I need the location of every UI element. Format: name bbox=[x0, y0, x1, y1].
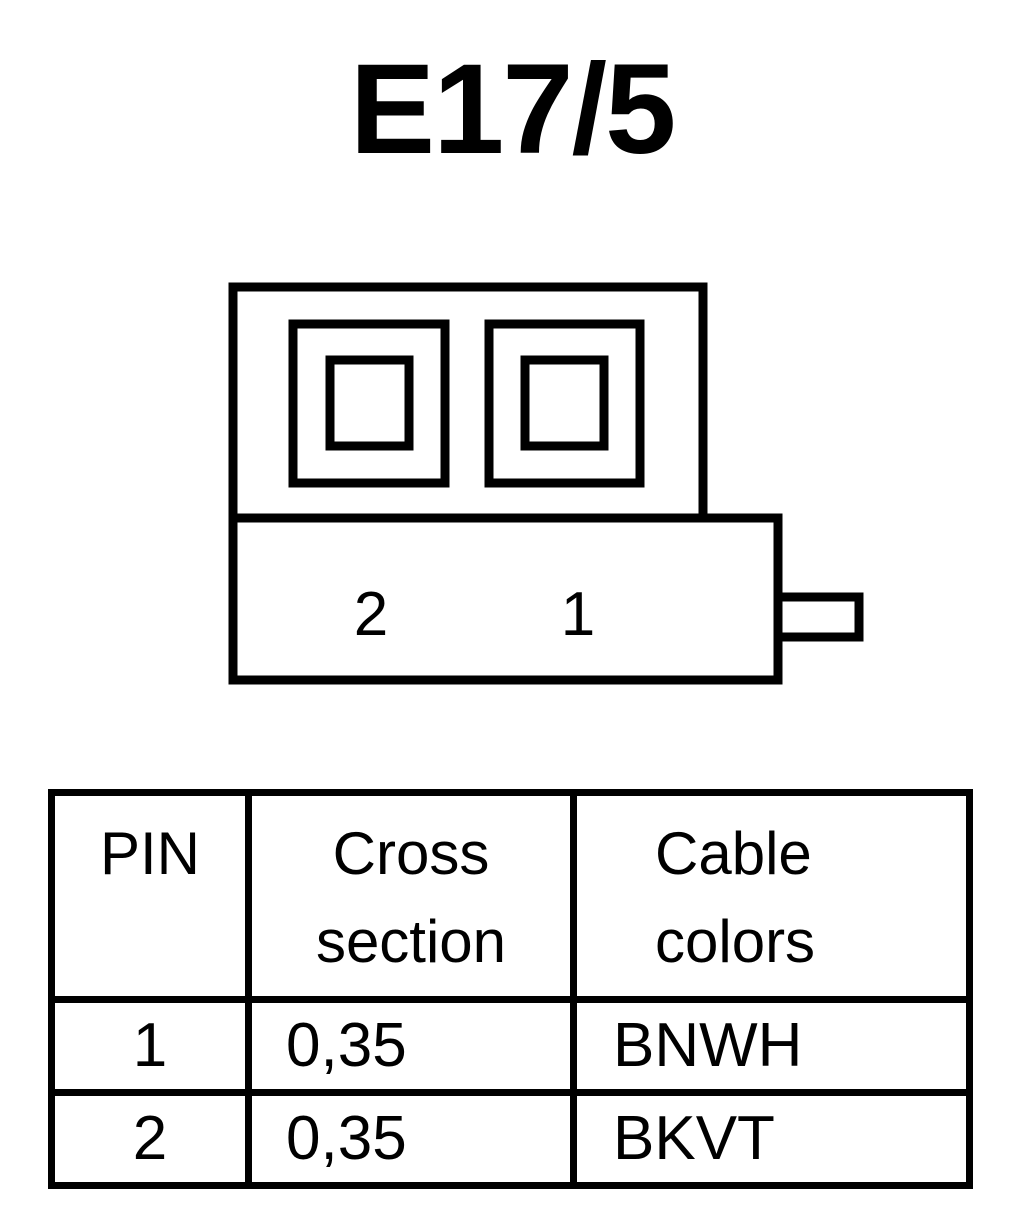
cell-pin: 2 bbox=[48, 1089, 252, 1189]
column-header-cable-colors: Cable colors bbox=[570, 789, 973, 1003]
page-title: E17/5 bbox=[349, 38, 677, 181]
cell-cross-section: 0,35 bbox=[245, 996, 577, 1096]
column-header-cable-colors-line1: Cable bbox=[655, 820, 812, 887]
connector-pin-label-1: 1 bbox=[561, 580, 595, 649]
cavity-2-inner bbox=[325, 355, 414, 451]
cavity-1-outer bbox=[484, 319, 645, 488]
table-row: 1 0,35 BNWH bbox=[48, 996, 973, 1096]
cavity-2-outer bbox=[288, 319, 450, 488]
connector-pin-label-2: 2 bbox=[354, 580, 388, 649]
column-header-cross-section-line1: Cross bbox=[332, 820, 490, 887]
column-header-cable-colors-line2: colors bbox=[655, 908, 816, 975]
pinout-table: PIN Cross section Cable colors 1 0,35 BN… bbox=[48, 789, 973, 1189]
cell-cable-colors: BNWH bbox=[570, 996, 973, 1096]
cell-cable-colors: BKVT bbox=[570, 1089, 973, 1189]
cell-pin: 1 bbox=[48, 996, 252, 1096]
column-header-cross-section-line2: section bbox=[315, 908, 507, 975]
connector-locking-tab bbox=[773, 592, 864, 642]
table-row: 2 0,35 BKVT bbox=[48, 1089, 973, 1189]
table-header-row: PIN Cross section Cable colors bbox=[48, 789, 973, 1003]
cavity-1-inner bbox=[520, 355, 609, 451]
column-header-pin: PIN bbox=[48, 789, 252, 1003]
cell-cross-section: 0,35 bbox=[245, 1089, 577, 1189]
column-header-cross-section: Cross section bbox=[245, 789, 577, 1003]
connector-diagram: 2 1 bbox=[0, 260, 1024, 710]
connector-lower-housing bbox=[228, 513, 783, 685]
